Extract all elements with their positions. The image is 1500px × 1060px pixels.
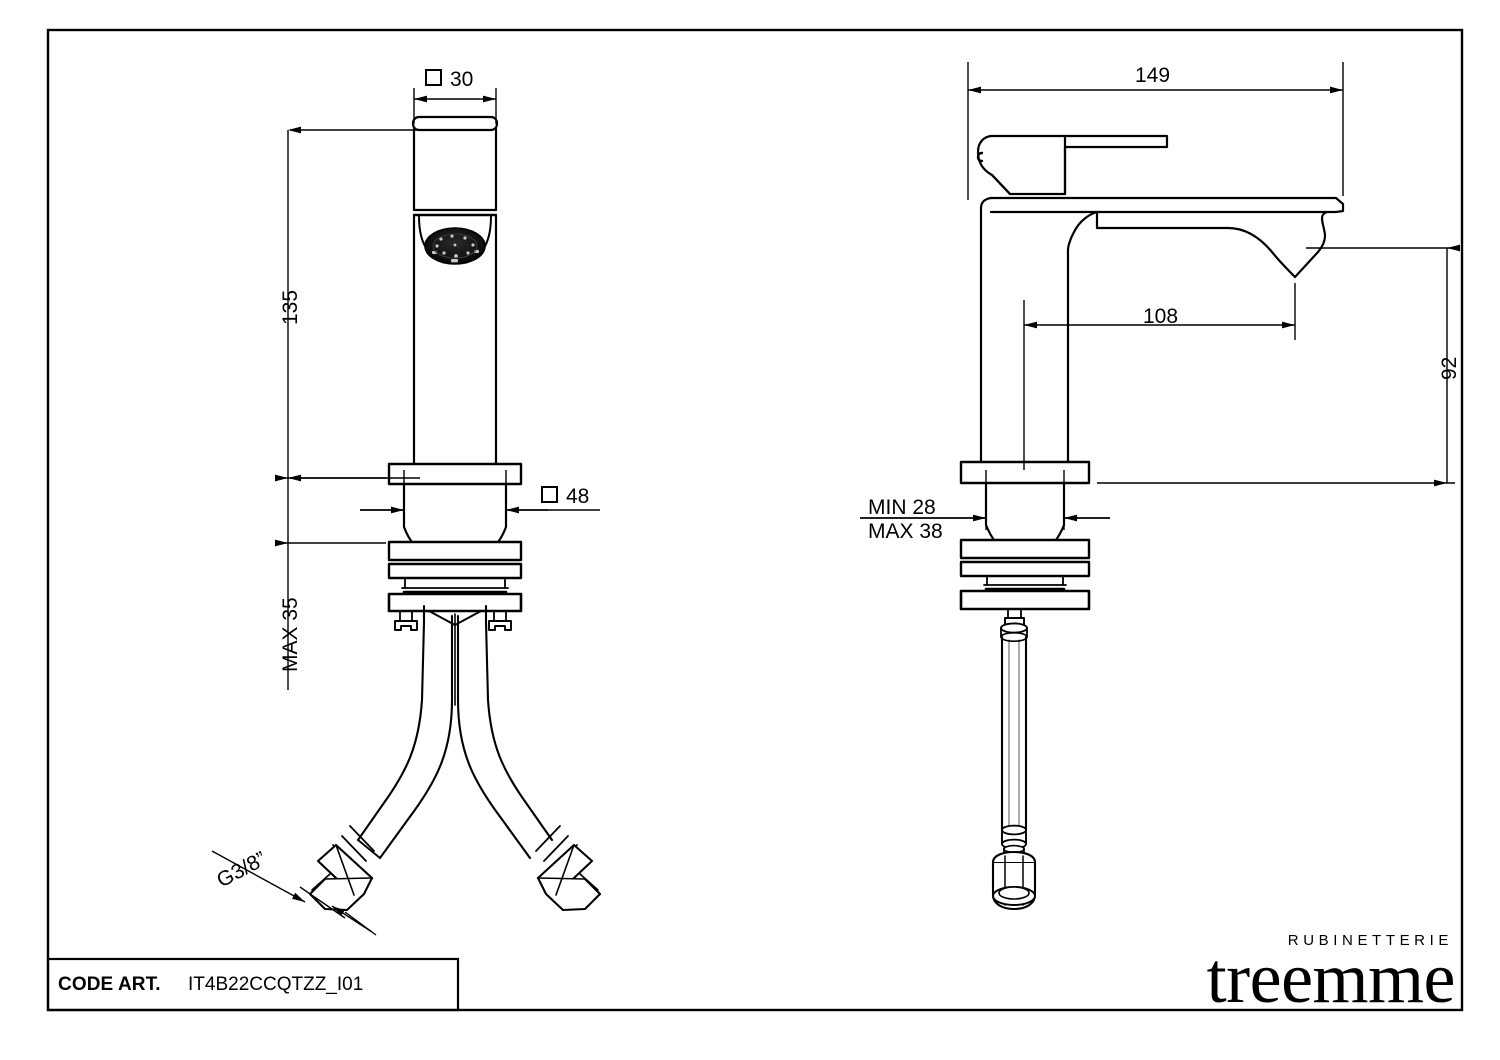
dimension-min-28-text: MIN 28 xyxy=(868,496,936,519)
spout-underside xyxy=(1066,210,1329,279)
dimension-108 xyxy=(1023,283,1296,470)
square-symbol-icon xyxy=(541,486,558,503)
dimension-92 xyxy=(1097,244,1460,487)
dimension-135-text: 135 xyxy=(279,289,302,325)
cartridge-housing xyxy=(412,127,498,217)
square-symbol-icon xyxy=(425,69,442,86)
base-top-flange-side xyxy=(959,460,1091,485)
dimension-135 xyxy=(275,126,420,482)
dimension-149-text: 149 xyxy=(1135,64,1171,87)
washer-stack xyxy=(387,540,523,613)
title-block-box xyxy=(46,957,460,1012)
code-art-value: IT4B22CCQTZZ_I01 xyxy=(188,974,364,995)
side-view xyxy=(959,134,1345,911)
washer-stack-side xyxy=(959,538,1091,611)
dimension-max-38-text: MAX 38 xyxy=(868,520,943,543)
side-view-dimensions xyxy=(860,62,1460,530)
code-art-label: CODE ART. xyxy=(58,974,161,995)
hose-tube-side xyxy=(991,608,1037,911)
dimension-30-text: 30 xyxy=(425,68,473,92)
dimension-30 xyxy=(413,88,497,124)
dimension-149 xyxy=(967,62,1344,200)
dimension-92-text: 92 xyxy=(1438,356,1461,380)
base-top-flange xyxy=(387,462,523,486)
front-view xyxy=(308,115,602,912)
front-view-dimensions xyxy=(211,88,600,936)
dimension-48 xyxy=(360,470,600,520)
lever-end-view xyxy=(411,115,499,132)
dimension-48-text: 48 xyxy=(541,485,589,509)
dimension-max-35-text: MAX 35 xyxy=(279,597,302,672)
brand-logo: RUBINETTERIE treemme xyxy=(1080,932,1456,1018)
dimension-min-max xyxy=(860,470,1110,530)
hose-nut-left xyxy=(308,843,374,912)
spout-column xyxy=(412,213,498,474)
brand-superscript: RUBINETTERIE xyxy=(1287,932,1453,949)
hose-nut-right xyxy=(536,843,602,912)
flexible-hoses xyxy=(308,604,602,912)
dimension-108-text: 108 xyxy=(1143,305,1179,328)
dimension-g38 xyxy=(211,850,377,936)
lever-handle xyxy=(976,134,1169,196)
aerator-assembly xyxy=(418,215,492,265)
brand-name: treemme xyxy=(1206,938,1456,1018)
sheet-border xyxy=(46,28,1464,1012)
body-top-surface xyxy=(979,196,1345,218)
body-column xyxy=(979,214,1070,468)
dimension-max-35 xyxy=(275,474,386,690)
